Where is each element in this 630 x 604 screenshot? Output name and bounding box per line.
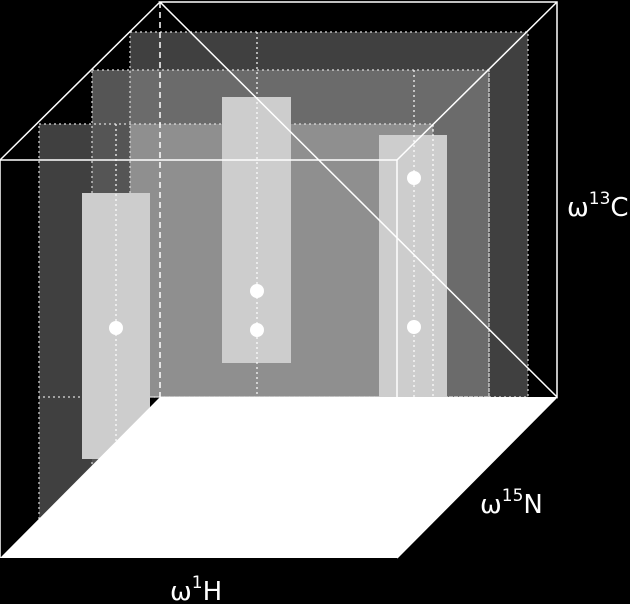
peak [407, 320, 421, 334]
axis-label-h1: ω1H [170, 573, 222, 604]
plane-front-left-shade [39, 124, 92, 540]
peak-guides [115, 32, 434, 459]
peak [250, 284, 264, 298]
floor-plane [0, 397, 557, 558]
peak [250, 323, 264, 337]
peak [109, 321, 123, 335]
peak [407, 171, 421, 185]
axis-label-n15: ω15N [480, 486, 543, 520]
cube-edges [0, 1, 558, 559]
axis-label-c13: ω13C [567, 189, 629, 223]
